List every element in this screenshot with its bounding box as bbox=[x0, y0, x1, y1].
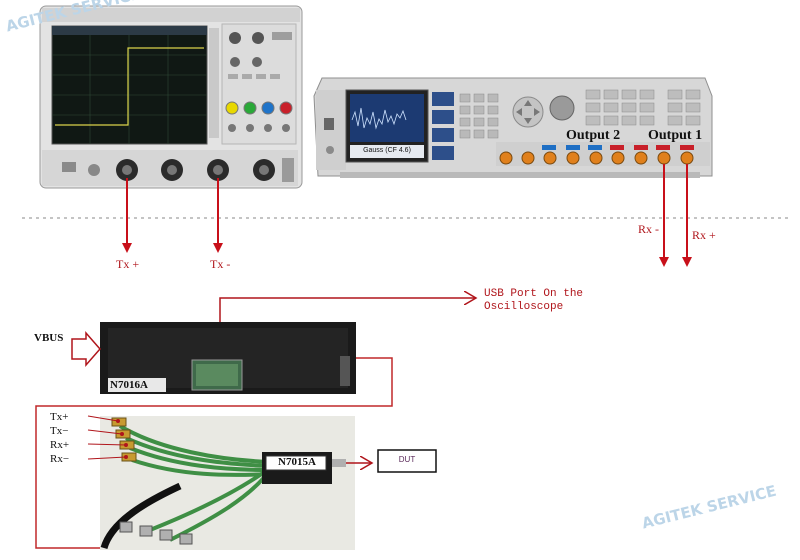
usb-line bbox=[219, 298, 476, 322]
usb-port-note: USB Port On the Oscilloscope bbox=[484, 288, 583, 314]
n7016a-fixture bbox=[100, 322, 356, 394]
cable-label-tx-minus: Tx− bbox=[50, 425, 69, 437]
usb-note-line-1: USB Port On the bbox=[484, 288, 584, 300]
arrow-pad-icon bbox=[512, 96, 544, 128]
output2-label: Output 2 bbox=[566, 128, 621, 143]
rx-minus-label: Rx - bbox=[638, 222, 659, 236]
tx-minus-label: Tx - bbox=[210, 257, 231, 271]
output1-label: Output 1 bbox=[648, 128, 703, 143]
channel-3-connector bbox=[207, 159, 229, 181]
function-generator bbox=[313, 77, 713, 178]
dut-label: DUT bbox=[398, 455, 416, 464]
generator-menu-text: Gauss (CF 4.6) bbox=[363, 147, 411, 154]
cable-label-tx-plus: Tx+ bbox=[50, 411, 69, 423]
dut-box bbox=[377, 449, 437, 473]
oscilloscope-screen bbox=[51, 25, 208, 145]
cable-label-rx-plus: Rx+ bbox=[50, 439, 70, 451]
output1-minus-connector bbox=[657, 151, 671, 165]
fixture-loop-wire bbox=[35, 357, 393, 549]
vbus-label: VBUS bbox=[34, 332, 64, 344]
tx-plus-label: Tx + bbox=[116, 257, 140, 271]
cable-label-list: Tx+ Tx− Rx+ Rx− bbox=[50, 410, 69, 466]
output1-plus-connector bbox=[680, 151, 694, 165]
rx-plus-label: Rx + bbox=[692, 228, 716, 242]
tx-plus-leader bbox=[87, 415, 119, 422]
cable-label-rx-minus: Rx− bbox=[50, 453, 70, 465]
usb-note-line-2: Oscilloscope bbox=[484, 301, 564, 313]
oscilloscope bbox=[39, 5, 303, 189]
n7015a-label: N7015A bbox=[278, 456, 316, 468]
channel-1-connector bbox=[116, 159, 138, 181]
scope-trace bbox=[55, 47, 204, 126]
vbus-arrow-icon bbox=[71, 331, 101, 367]
knob-icon bbox=[549, 95, 575, 121]
n7016a-label: N7016A bbox=[110, 379, 148, 391]
n7015a-photo bbox=[100, 416, 355, 550]
